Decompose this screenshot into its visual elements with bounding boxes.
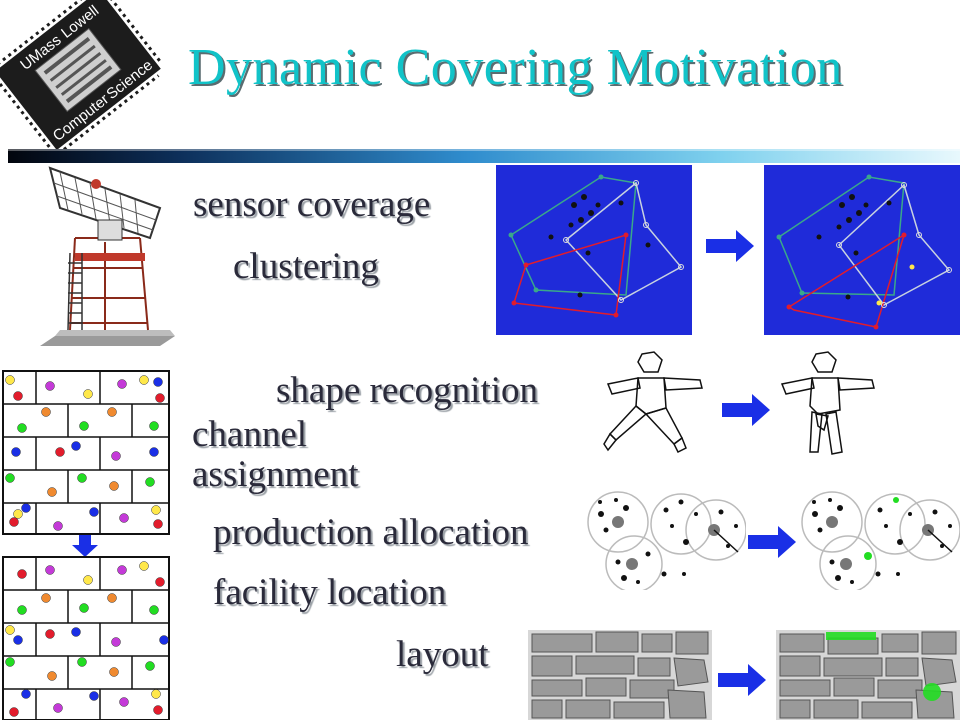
topic-sensor-coverage: sensor coverage [193,184,431,225]
topic-assignment: assignment [192,454,359,495]
layout-after-panel [776,630,960,720]
slide-title: Dynamic Covering Motivation [188,39,843,96]
sensor-coverage-after-panel [764,165,960,335]
sensor-coverage-before-panel [496,165,692,335]
title-divider [8,149,960,163]
topic-shape-recognition: shape recognition [276,370,538,411]
facility-circles-after [800,490,960,590]
channel-grid-after [2,556,170,720]
topic-facility-location: facility location [213,572,447,613]
topic-production-allocation: production allocation [213,512,529,553]
arrow-down-icon [72,535,98,557]
radar-tower-icon [30,158,180,358]
channel-grid-before [2,370,170,535]
facility-circles-before [586,490,746,590]
arrow-right-icon [706,230,754,262]
topic-clustering: clustering [233,246,379,287]
topic-channel: channel [192,414,308,455]
layout-before-panel [528,630,712,720]
arrow-right-icon [718,664,766,696]
shape-figure-before [602,350,712,455]
topic-layout: layout [396,634,489,675]
umass-lowell-logo: UMass Lowell Computer Science [0,0,180,150]
arrow-right-icon [748,526,796,558]
shape-figure-after [780,350,880,456]
arrow-right-icon [722,394,770,426]
